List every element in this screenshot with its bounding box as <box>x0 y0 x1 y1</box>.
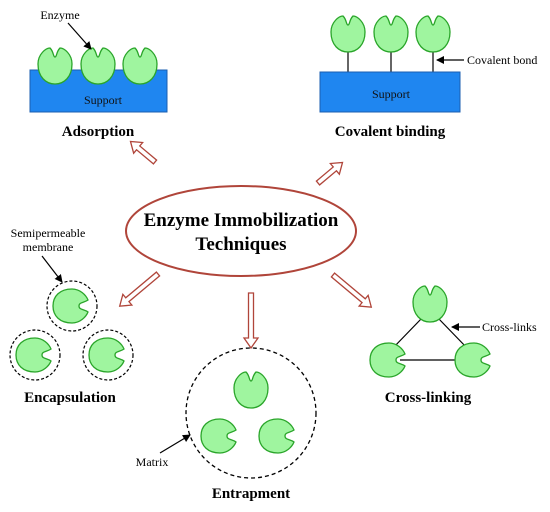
enzyme-shape <box>369 342 406 378</box>
enzyme-label: Enzyme <box>40 8 79 22</box>
entrapment-title: Entrapment <box>212 486 290 502</box>
encapsulation-panel: Semipermeable membrane Encapsulation <box>9 226 134 406</box>
hollow-arrows <box>118 140 373 350</box>
encapsulation-title: Encapsulation <box>24 390 116 406</box>
center-node: Enzyme Immobilization Techniques <box>125 185 357 277</box>
matrix-circle <box>185 347 317 479</box>
enzyme-shape <box>88 337 125 373</box>
cross-links-label: Cross-links <box>482 320 537 334</box>
adsorption-title: Adsorption <box>62 124 135 140</box>
support-label: Support <box>84 93 123 107</box>
covalent-binding-title: Covalent binding <box>335 124 446 140</box>
cross-link-line <box>437 317 469 350</box>
arrow-to-entrapment <box>242 292 260 350</box>
membrane-circle <box>46 280 98 332</box>
arrow-to-encapsulation <box>118 271 161 307</box>
covalent-binding-panel: Support Covalent bond Covalent binding <box>319 15 537 140</box>
entrapment-panel: Matrix Entrapment <box>136 347 317 502</box>
membrane-label-line1: Semipermeable <box>11 226 86 240</box>
enzyme-pointer-arrow <box>67 22 92 50</box>
enzyme-shape <box>454 342 491 378</box>
enzyme-shape <box>122 47 158 85</box>
enzyme-shape <box>200 418 237 454</box>
arrow-to-adsorption <box>129 140 158 165</box>
enzyme-shape <box>15 337 52 373</box>
enzyme-shape <box>233 371 269 409</box>
crosslinking-panel: Cross-links Cross-linking <box>369 285 537 406</box>
cross-link-line <box>391 317 423 350</box>
center-ellipse <box>125 185 357 277</box>
membrane-circle <box>82 329 134 381</box>
enzyme-shape <box>37 47 73 85</box>
adsorption-panel: Support Enzyme Adsorption <box>29 8 168 140</box>
membrane-pointer-arrow <box>41 255 63 283</box>
membrane-circle <box>9 329 61 381</box>
enzyme-shape <box>52 288 89 324</box>
membrane-label-line2: membrane <box>23 240 74 254</box>
matrix-pointer-arrow <box>159 434 191 454</box>
enzyme-shape <box>412 285 448 323</box>
matrix-label: Matrix <box>136 455 169 469</box>
support-block <box>319 71 461 113</box>
arrow-to-covalent <box>315 161 344 186</box>
arrow-to-crosslinking <box>330 272 373 308</box>
support-label: Support <box>372 87 411 101</box>
enzyme-shape <box>258 418 295 454</box>
crosslinking-title: Cross-linking <box>385 390 472 406</box>
enzyme-shape <box>330 15 366 53</box>
enzyme-shape <box>415 15 451 53</box>
enzyme-shape <box>80 47 116 85</box>
enzyme-shape <box>373 15 409 53</box>
covalent-bond-label: Covalent bond <box>467 53 537 67</box>
center-title-line2: Techniques <box>195 234 286 255</box>
center-title-line1: Enzyme Immobilization <box>144 210 339 231</box>
